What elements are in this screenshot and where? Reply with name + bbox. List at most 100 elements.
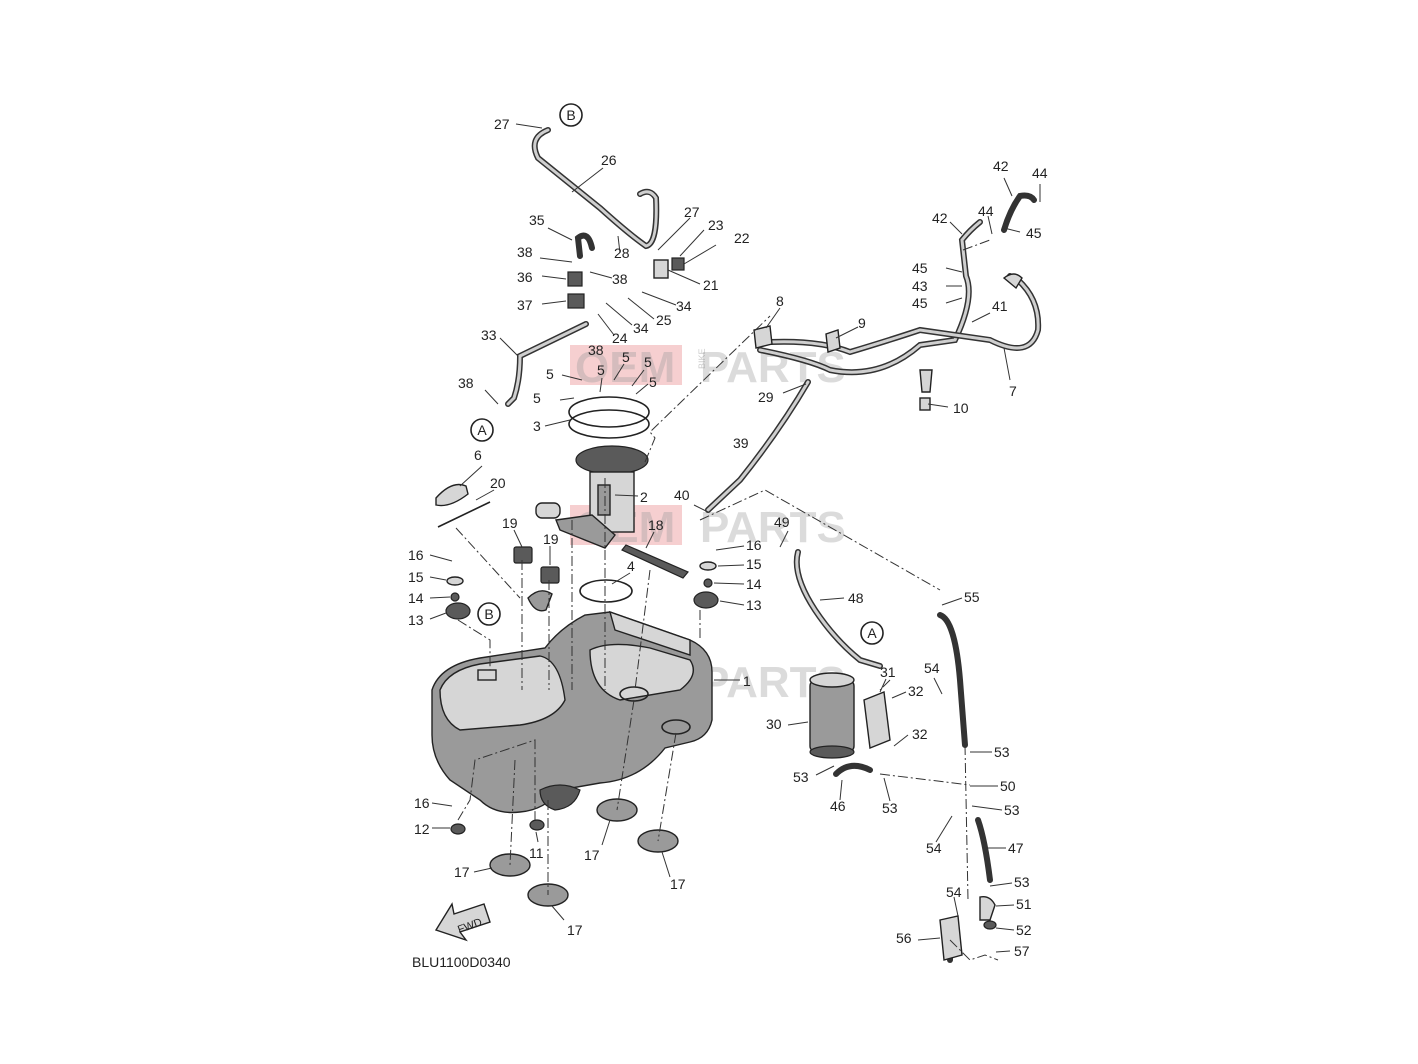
callout-32: 32: [912, 726, 928, 742]
watermark-text-5: PARTS: [700, 503, 846, 552]
callout-17: 17: [584, 847, 600, 863]
ref-b-tank-label: B: [484, 606, 493, 622]
callout-54: 54: [924, 660, 940, 676]
callout-40: 40: [674, 487, 690, 503]
callout-38: 38: [612, 271, 628, 287]
callout-22: 22: [734, 230, 750, 246]
reference-circle-a-right: A: [860, 621, 884, 645]
callout-10: 10: [953, 400, 969, 416]
callout-15: 15: [408, 569, 424, 585]
fuel-pump-assembly: [535, 396, 689, 603]
callout-45: 45: [912, 260, 928, 276]
callout-33: 33: [481, 327, 497, 343]
callout-43: 43: [912, 278, 928, 294]
callout-28: 28: [614, 245, 630, 261]
callout-17: 17: [670, 876, 686, 892]
callout-37: 37: [517, 297, 533, 313]
callout-25: 25: [656, 312, 672, 328]
callout-19: 19: [543, 531, 559, 547]
callout-51: 51: [1016, 896, 1032, 912]
callout-56: 56: [896, 930, 912, 946]
callout-54: 54: [926, 840, 942, 856]
diagram-code: BLU1100D0340: [412, 954, 511, 970]
callout-38: 38: [458, 375, 474, 391]
callout-5: 5: [649, 374, 657, 390]
reference-lines: [455, 239, 999, 961]
fuel-tank: [431, 610, 713, 814]
callout-34: 34: [633, 320, 649, 336]
callout-27: 27: [494, 116, 510, 132]
ref-a-left-label: A: [477, 422, 487, 438]
callout-5: 5: [644, 354, 652, 370]
callout-3: 3: [533, 418, 541, 434]
callout-31: 31: [880, 664, 896, 680]
callout-16: 16: [414, 795, 430, 811]
callout-13: 13: [746, 597, 762, 613]
callout-13: 13: [408, 612, 424, 628]
callout-17: 17: [567, 922, 583, 938]
callout-53: 53: [994, 744, 1010, 760]
reference-circle-b-tank: B: [477, 602, 501, 626]
callout-5: 5: [533, 390, 541, 406]
callout-30: 30: [766, 716, 782, 732]
callout-42: 42: [993, 158, 1009, 174]
callout-27: 27: [684, 204, 700, 220]
callout-45: 45: [1026, 225, 1042, 241]
watermark-text-1: OEM: [575, 343, 675, 392]
leader-lines: [429, 123, 1041, 953]
callout-54: 54: [946, 884, 962, 900]
callout-9: 9: [858, 315, 866, 331]
callout-18: 18: [648, 517, 664, 533]
callout-20: 20: [490, 475, 506, 491]
callout-24: 24: [612, 330, 628, 346]
callout-38: 38: [588, 342, 604, 358]
callout-53: 53: [1004, 802, 1020, 818]
callout-8: 8: [776, 293, 784, 309]
callout-11: 11: [529, 845, 544, 861]
callout-53: 53: [1014, 874, 1030, 890]
callout-29: 29: [758, 389, 774, 405]
ref-b-top-label: B: [566, 107, 575, 123]
callout-53: 53: [793, 769, 809, 785]
callout-15: 15: [746, 556, 762, 572]
callout-7: 7: [1009, 383, 1017, 399]
callout-50: 50: [1000, 778, 1016, 794]
callout-53: 53: [882, 800, 898, 816]
callout-39: 39: [733, 435, 749, 451]
callout-42: 42: [932, 210, 948, 226]
callout-34: 34: [676, 298, 692, 314]
callout-38: 38: [517, 244, 533, 260]
callout-44: 44: [1032, 165, 1048, 181]
callout-49: 49: [774, 514, 790, 530]
callout-23: 23: [708, 217, 724, 233]
callout-19: 19: [502, 515, 518, 531]
callout-21: 21: [703, 277, 719, 293]
fwd-arrow: FWD: [434, 902, 491, 942]
callout-48: 48: [848, 590, 864, 606]
reference-circle-b-top: B: [559, 103, 583, 127]
callout-16: 16: [408, 547, 424, 563]
callout-5: 5: [597, 362, 605, 378]
callout-1: 1: [743, 673, 751, 689]
callout-16: 16: [746, 537, 762, 553]
callout-55: 55: [964, 589, 980, 605]
callout-32: 32: [908, 683, 924, 699]
callout-45: 45: [912, 295, 928, 311]
callout-41: 41: [992, 298, 1008, 314]
callout-52: 52: [1016, 922, 1032, 938]
callout-35: 35: [529, 212, 545, 228]
callout-44: 44: [978, 203, 994, 219]
callout-14: 14: [746, 576, 762, 592]
mount-parts: [435, 483, 719, 835]
callout-12: 12: [414, 821, 430, 837]
callout-46: 46: [830, 798, 846, 814]
callout-47: 47: [1008, 840, 1024, 856]
callout-14: 14: [408, 590, 424, 606]
callout-57: 57: [1014, 943, 1030, 959]
callout-6: 6: [474, 447, 482, 463]
canister: [567, 257, 1023, 961]
callout-36: 36: [517, 269, 533, 285]
watermark-text-2: BIKE: [697, 348, 707, 369]
callout-labels: 27 26 27 23 22 35 28 38 38 36 21 37 34 2…: [408, 116, 1048, 959]
